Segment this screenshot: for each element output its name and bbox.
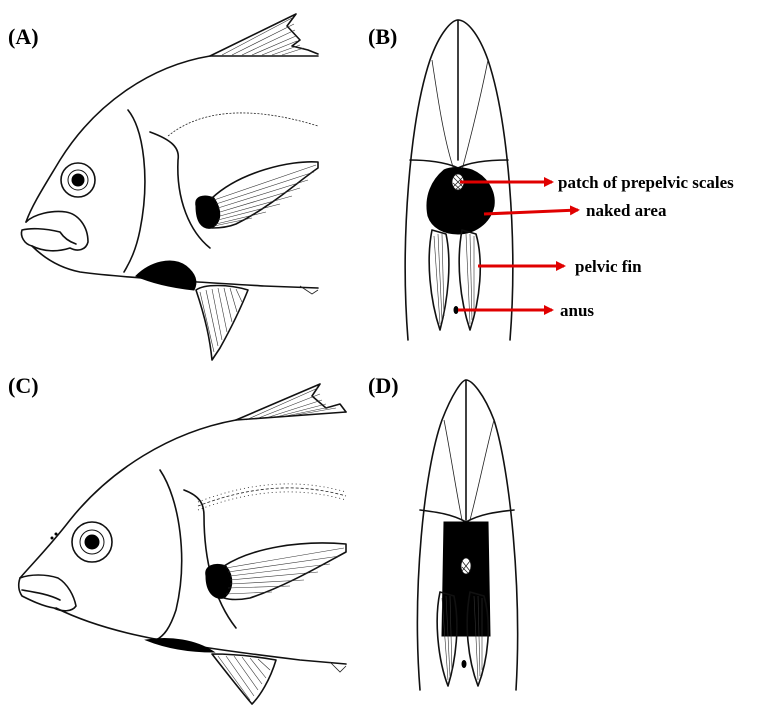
label-prepelvic-scales: patch of prepelvic scales [558, 173, 734, 192]
panel-a-fish-lateral [21, 14, 318, 360]
panel-c-fish-lateral [19, 384, 346, 704]
panel-label-b: (B) [368, 24, 397, 49]
label-anus: anus [560, 301, 594, 320]
panel-label-d: (D) [368, 373, 399, 398]
label-pelvic-fin: pelvic fin [575, 257, 642, 276]
panel-label-c: (C) [8, 373, 39, 398]
arrow-naked-area [484, 210, 578, 214]
panel-b-fish-ventral [405, 20, 513, 340]
panel-d-fish-ventral [417, 380, 517, 690]
label-naked-area: naked area [586, 201, 667, 220]
panel-label-a: (A) [8, 24, 39, 49]
